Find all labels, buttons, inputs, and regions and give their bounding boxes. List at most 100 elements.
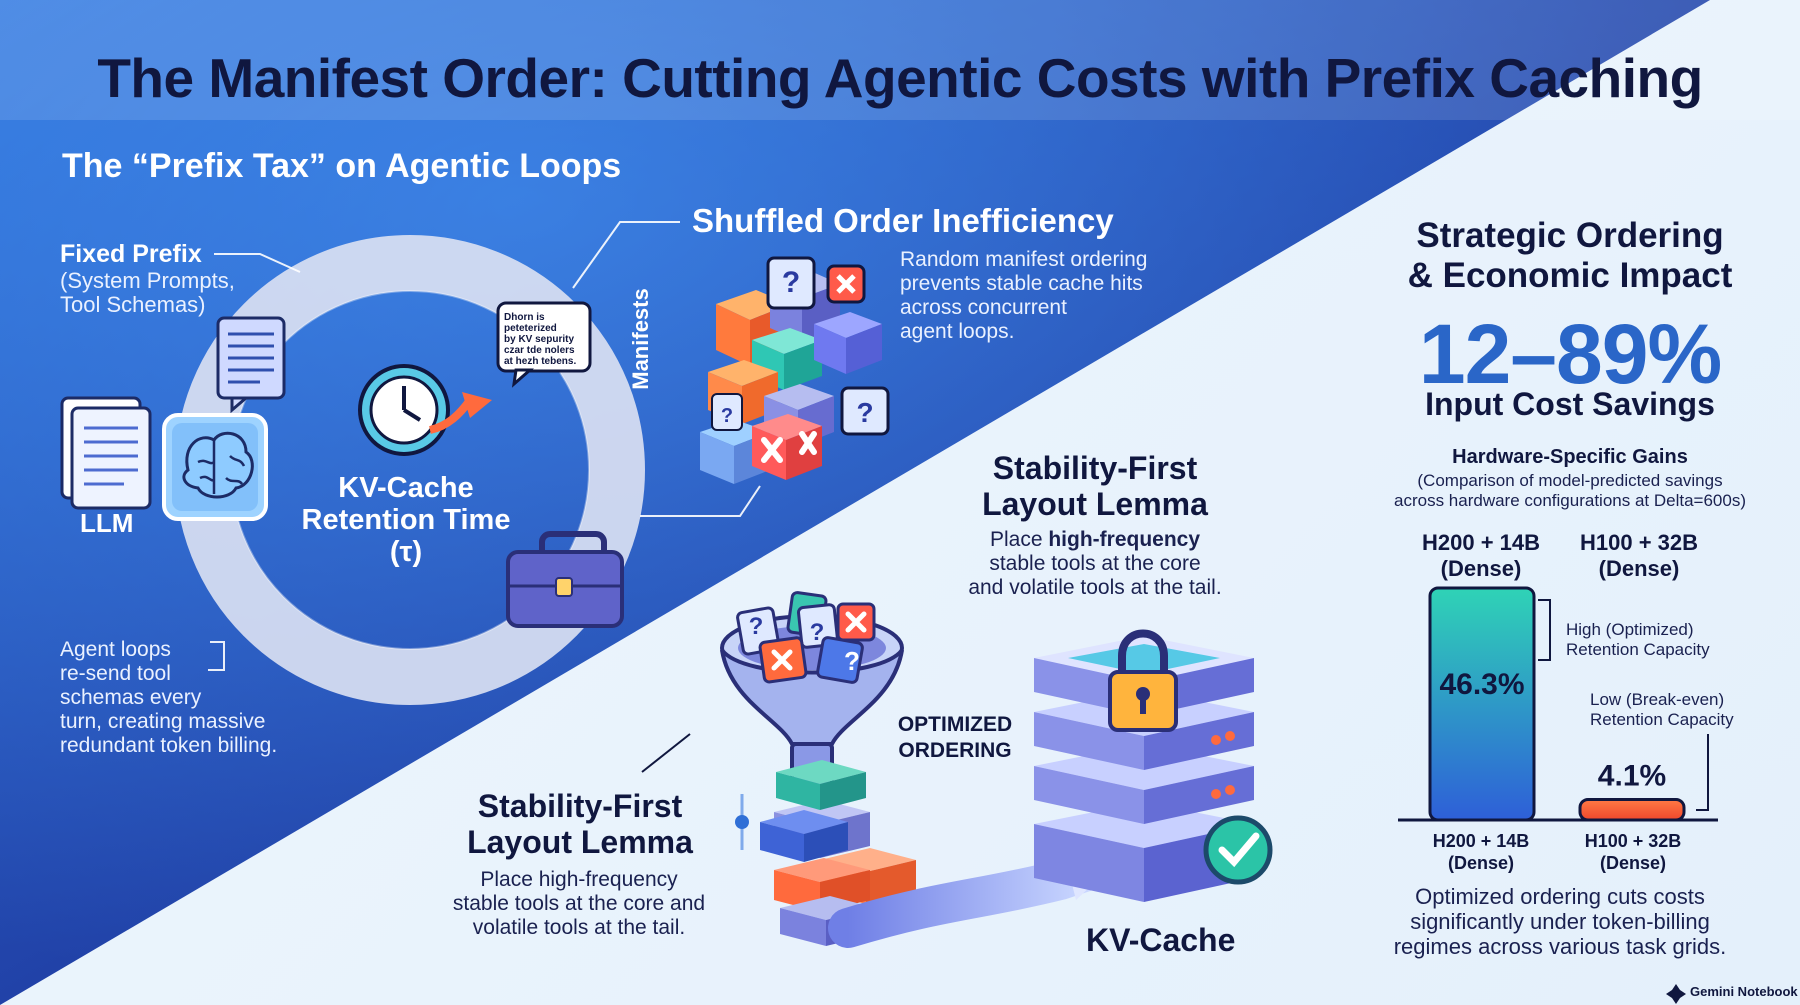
documents-icon (60, 396, 152, 510)
kv-cache-label: KV-Cache (1086, 922, 1236, 958)
impact-footer-line: Optimized ordering cuts costs (1415, 884, 1705, 909)
bar-bottom-label-line: H200 + 14B (1432, 831, 1530, 851)
lemma-top-body-bold: high-frequency (1048, 528, 1201, 551)
lemma-bottom-body: Place high-frequency stable tools at the… (404, 868, 754, 940)
shuffled-manifest-cubes (700, 256, 890, 484)
lemma-bottom-body-line: Place high-frequency (480, 868, 678, 891)
bar-value-label-1: 46.3% (1439, 668, 1524, 701)
bubble-line: czar tde nolers (504, 345, 575, 356)
question-mark-icon: ? (810, 619, 825, 646)
question-mark-icon: ? (844, 646, 860, 676)
loop-note-line: Agent loops (60, 638, 171, 661)
lemma-top-body: Place high-frequency stable tools at the… (920, 528, 1270, 600)
question-mark-icon: ? (856, 397, 873, 428)
optimized-ordering-label: OPTIMIZED ORDERING (880, 712, 1030, 764)
llm-label: LLM (80, 508, 134, 538)
lemma-top-body-pre: Place (989, 528, 1049, 551)
hw-sub-1: (Comparison of model-predicted savings (1417, 471, 1723, 490)
question-card (711, 393, 743, 431)
shuffled-body-line: prevents stable cache hits (900, 272, 1143, 295)
bar-bottom-label-line: H100 + 32B (1584, 831, 1682, 851)
hardware-bar-chart: 46.3% 4.1% (1398, 586, 1718, 822)
impact-heading: Strategic Ordering & Economic Impact (1380, 216, 1760, 296)
question-card (766, 256, 816, 310)
fixed-prefix-sub-2: Tool Schemas) (60, 292, 206, 317)
lemma-top-heading-1: Stability-First (992, 450, 1198, 486)
loop-note-line: redundant token billing. (60, 734, 278, 757)
bar-1 (1428, 586, 1536, 822)
impact-footer-line: significantly under token-billing (1410, 909, 1710, 934)
lemma-bottom-heading-1: Stability-First (477, 788, 683, 824)
kv-line-2: Retention Time (301, 504, 511, 536)
brand-label: Gemini Notebook (1690, 984, 1798, 999)
speech-bubble (496, 301, 592, 388)
annotation-line: High (Optimized) (1566, 620, 1694, 639)
lock-icon (1108, 629, 1178, 732)
bubble-line: at hezh tebens. (504, 356, 577, 367)
bar-2 (1578, 797, 1686, 822)
loop-note-line: re-send tool (60, 662, 171, 685)
bubble-line: peteterized (504, 323, 557, 334)
shuffled-body: Random manifest ordering prevents stable… (900, 248, 1147, 344)
bar-top-label-line: H100 + 32B (1579, 530, 1699, 555)
question-mark-icon: ? (782, 266, 800, 299)
lemma-top-body-line-2: stable tools at the core (989, 552, 1201, 575)
shuffled-body-line: agent loops. (900, 320, 1015, 343)
lemma-bottom-body-line: volatile tools at the tail. (472, 916, 686, 939)
speech-bubble-text: Dhorn is peteterized by KV sepurity czar… (504, 312, 586, 367)
shuffled-heading: Shuffled Order Inefficiency (692, 202, 1114, 239)
bar-top-label-line: (Dense) (1440, 556, 1522, 581)
lemma-bottom-heading: Stability-First Layout Lemma (442, 788, 718, 860)
lemma-bottom-heading-2: Layout Lemma (467, 824, 693, 860)
prefix-tax-heading: The “Prefix Tax” on Agentic Loops (62, 147, 622, 185)
fixed-prefix-label: Fixed Prefix (60, 240, 202, 268)
loop-note-line: turn, creating massive (60, 710, 266, 733)
schema-document-icon (216, 316, 286, 414)
lemma-top-heading-2: Layout Lemma (982, 486, 1208, 522)
bar-top-label-line: H200 + 14B (1421, 530, 1541, 555)
annotation-high: High (Optimized) Retention Capacity (1566, 620, 1710, 660)
loop-note-line: schemas every (60, 686, 202, 709)
lemma-top-body-line-1: Place high-frequency (920, 528, 1270, 552)
funnel-icon (720, 591, 904, 790)
shuffled-body-line: across concurrent (900, 296, 1067, 319)
hw-sub-2: across hardware configurations at Delta=… (1394, 491, 1746, 510)
kv-line-3: (τ) (389, 536, 423, 568)
question-card (840, 386, 890, 436)
bar-top-label-1: H200 + 14B (Dense) (1406, 530, 1556, 582)
bar-value-label-2: 4.1% (1598, 759, 1666, 792)
bubble-line: Dhorn is (504, 312, 545, 323)
lemma-bottom-body-line: stable tools at the core and (452, 892, 706, 915)
server-stack (1034, 629, 1273, 902)
impact-heading-1: Strategic Ordering (1416, 216, 1724, 255)
bar-bottom-label-1: H200 + 14B (Dense) (1406, 830, 1556, 874)
savings-range: 12–89% (1418, 307, 1722, 401)
question-mark-icon: ? (721, 405, 733, 427)
bar-top-label-2: H100 + 32B (Dense) (1564, 530, 1714, 582)
question-mark-icon: ? (749, 613, 764, 640)
briefcase-icon (506, 531, 624, 628)
kv-retention-label: KV-Cache Retention Time (τ) (286, 472, 526, 568)
ordered-blocks (760, 760, 916, 946)
lemma-top-body-line-3: and volatile tools at the tail. (968, 576, 1222, 599)
bubble-line: by KV sepurity (504, 334, 575, 345)
lemma-top-heading: Stability-First Layout Lemma (950, 450, 1240, 522)
annotation-low: Low (Break-even) Retention Capacity (1590, 690, 1734, 730)
impact-footer-line: regimes across various task grids. (1393, 934, 1727, 959)
bar-bottom-label-line: (Dense) (1599, 853, 1666, 873)
optimized-label-1: OPTIMIZED (897, 713, 1013, 736)
clock-icon (358, 364, 492, 456)
annotation-line: Retention Capacity (1590, 710, 1734, 729)
manifests-label: Manifests (628, 288, 653, 390)
check-badge-icon (1203, 815, 1273, 885)
hw-heading: Hardware-Specific Gains (1452, 446, 1688, 468)
bar-bottom-label-2: H100 + 32B (Dense) (1558, 830, 1708, 874)
loop-note: Agent loops re-send tool schemas every t… (60, 638, 277, 758)
annotation-line: Low (Break-even) (1590, 690, 1725, 709)
page-title: The Manifest Order: Cutting Agentic Cost… (97, 47, 1703, 109)
bar-top-label-line: (Dense) (1598, 556, 1680, 581)
kv-line-1: KV-Cache (338, 472, 474, 504)
annotation-line: Retention Capacity (1566, 640, 1710, 659)
